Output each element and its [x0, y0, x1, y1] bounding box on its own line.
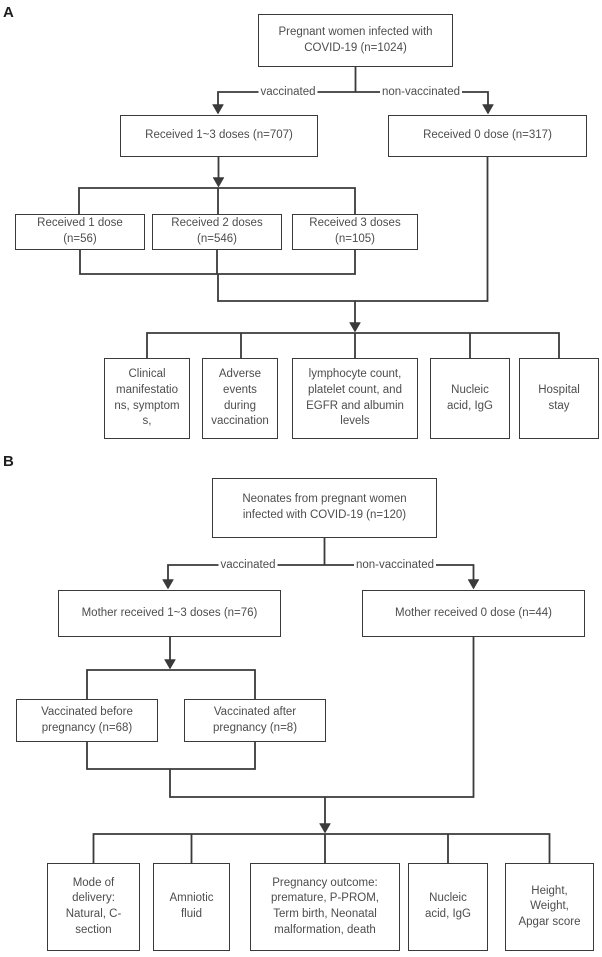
node-amniotic-fluid: Amniotic fluid [153, 863, 230, 951]
arrow-down-icon [164, 659, 176, 670]
panel-b-connector-lines [86, 537, 551, 864]
arrow-down-icon [319, 823, 331, 834]
node-height-weight-apgar: Height, Weight, Apgar score [505, 863, 594, 951]
arrow-down-icon [482, 104, 494, 115]
node-pregnancy-outcome: Pregnancy outcome: premature, P-PROM, Te… [250, 863, 400, 951]
arrow-down-icon [467, 579, 480, 590]
node-received-1-3-doses: Received 1~3 doses (n=707) [120, 115, 318, 157]
node-nucleic-acid-igg-a: Nucleic acid, IgG [430, 358, 510, 439]
arrow-down-icon [212, 177, 225, 188]
branch-label-vaccinated-a: vaccinated [258, 86, 318, 98]
node-received-1-dose: Received 1 dose (n=56) [15, 214, 145, 250]
branch-label-non-vaccinated-b: non-vaccinated [354, 559, 436, 571]
panel-a-connector-lines [78, 66, 560, 359]
node-mother-received-1-3-doses: Mother received 1~3 doses (n=76) [58, 590, 281, 637]
branch-label-vaccinated-b: vaccinated [218, 559, 278, 571]
node-received-2-doses: Received 2 doses (n=546) [152, 214, 282, 250]
node-adverse-events: Adverse events during vaccination [202, 358, 278, 439]
branch-label-non-vaccinated-a: non-vaccinated [380, 86, 462, 98]
panel-b-label: B [3, 453, 14, 470]
panel-a-label: A [3, 4, 14, 21]
node-vaccinated-after-pregnancy: Vaccinated after pregnancy (n=8) [184, 699, 326, 742]
node-received-0-dose: Received 0 dose (n=317) [388, 115, 587, 157]
node-pregnant-women-root: Pregnant women infected with COVID-19 (n… [258, 14, 453, 67]
node-nucleic-acid-igg-b: Nucleic acid, IgG [408, 863, 488, 951]
arrow-down-icon [349, 322, 361, 333]
arrow-down-icon [212, 104, 224, 115]
node-vaccinated-before-pregnancy: Vaccinated before pregnancy (n=68) [16, 699, 158, 742]
node-hospital-stay: Hospital stay [519, 358, 599, 439]
node-mother-received-0-dose: Mother received 0 dose (n=44) [362, 590, 585, 637]
arrow-down-icon [162, 579, 174, 590]
node-received-3-doses: Received 3 doses (n=105) [292, 214, 418, 250]
node-lab-counts: lymphocyte count, platelet count, and EG… [292, 358, 418, 439]
node-mode-of-delivery: Mode of delivery: Natural, C- section [47, 863, 140, 951]
node-neonates-root: Neonates from pregnant women infected wi… [212, 478, 437, 538]
node-clinical-manifestations: Clinical manifestatio ns, symptom s, [104, 358, 190, 439]
